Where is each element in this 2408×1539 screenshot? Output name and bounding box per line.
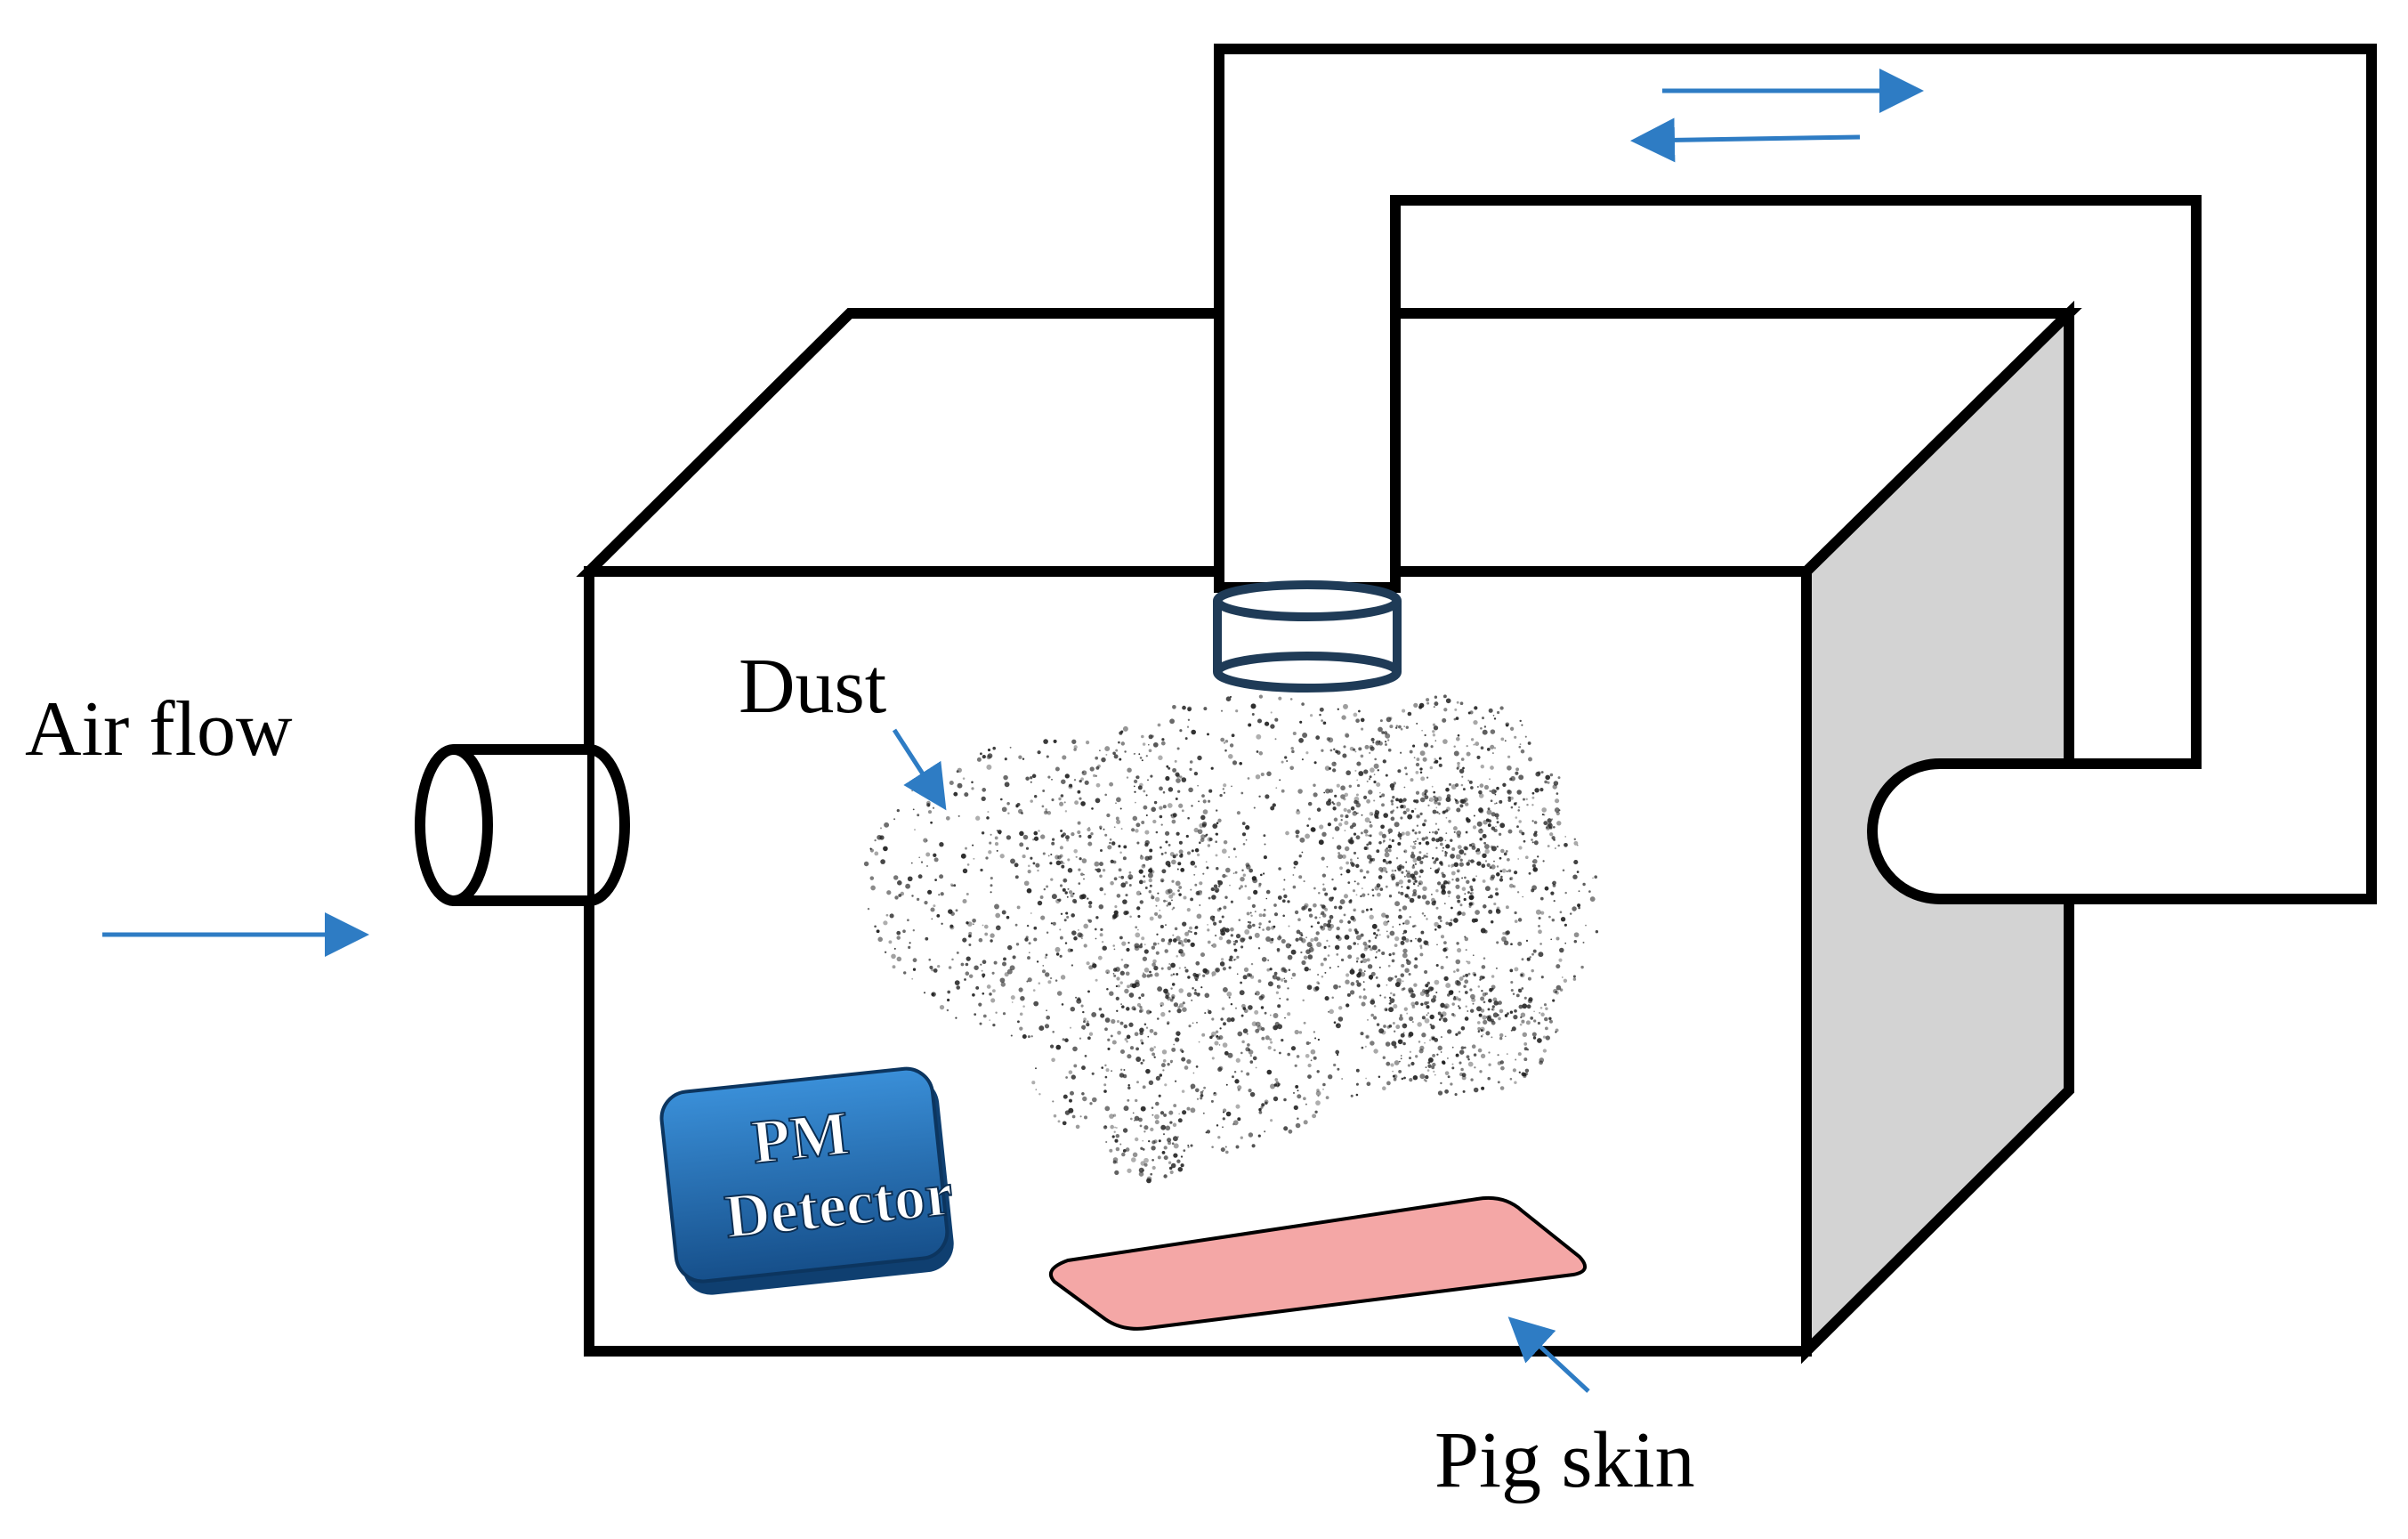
dust-cloud: [863, 694, 1599, 1184]
pig-skin-label: Pig skin: [1434, 1416, 1695, 1504]
pm-detector: PM Detector: [659, 1066, 957, 1295]
air-flow-label: Air flow: [25, 686, 293, 773]
inlet-pipe-opening: [415, 744, 493, 906]
duct-arrow-left: [1630, 117, 1861, 163]
pm-detector-label-line1: PM: [748, 1099, 852, 1178]
dust-label: Dust: [739, 644, 886, 730]
dust-pointer-arrow: [892, 728, 947, 811]
duct-outer: [1214, 44, 2377, 904]
pig-skin: [1049, 1195, 1588, 1331]
pig-skin-pointer-arrow: [1507, 1316, 1590, 1393]
